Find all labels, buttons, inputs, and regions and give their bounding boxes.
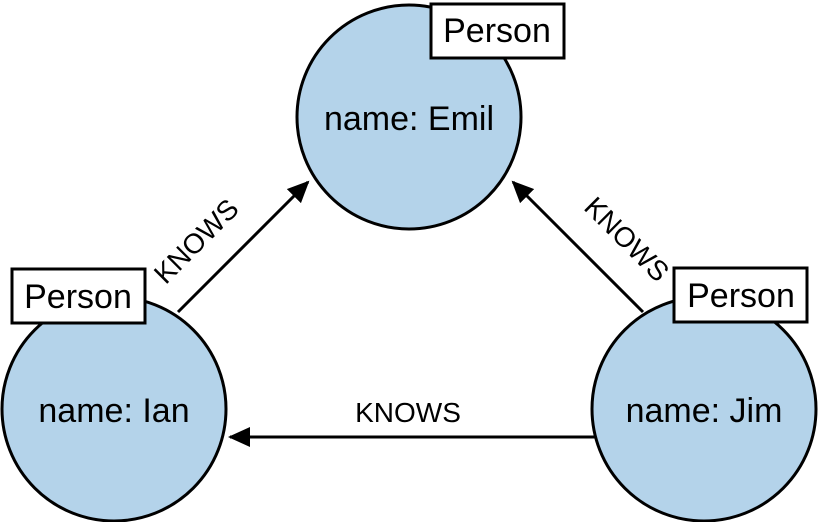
edge-label-jim-ian: KNOWS: [355, 397, 461, 428]
node-jim-label: Person: [687, 277, 795, 315]
edge-jim-knows-ian: KNOWS: [228, 397, 597, 447]
node-ian-text: name: Ian: [38, 392, 189, 430]
node-jim-label-box: [672, 266, 809, 324]
node-ian: name: Ian Person: [0, 267, 228, 522]
node-ian-label: Person: [24, 278, 132, 316]
node-jim-text: name: Jim: [626, 392, 783, 430]
node-emil-text: name: Emil: [324, 100, 494, 138]
edge-ian-knows-emil: KNOWS: [148, 180, 310, 314]
node-emil: name: Emil Person: [295, 2, 566, 231]
edge-line-ian-emil: [176, 180, 310, 314]
edge-line-jim-emil: [511, 180, 645, 314]
edge-label-ian-emil: KNOWS: [148, 193, 245, 290]
node-emil-label-box: [429, 2, 566, 60]
node-ian-label-box: [10, 267, 147, 325]
node-emil-label: Person: [443, 12, 551, 50]
node-jim: name: Jim Person: [590, 266, 818, 522]
edge-label-jim-emil: KNOWS: [578, 191, 675, 288]
node-emil-circle: [295, 3, 523, 231]
edge-jim-knows-emil: KNOWS: [511, 180, 675, 314]
